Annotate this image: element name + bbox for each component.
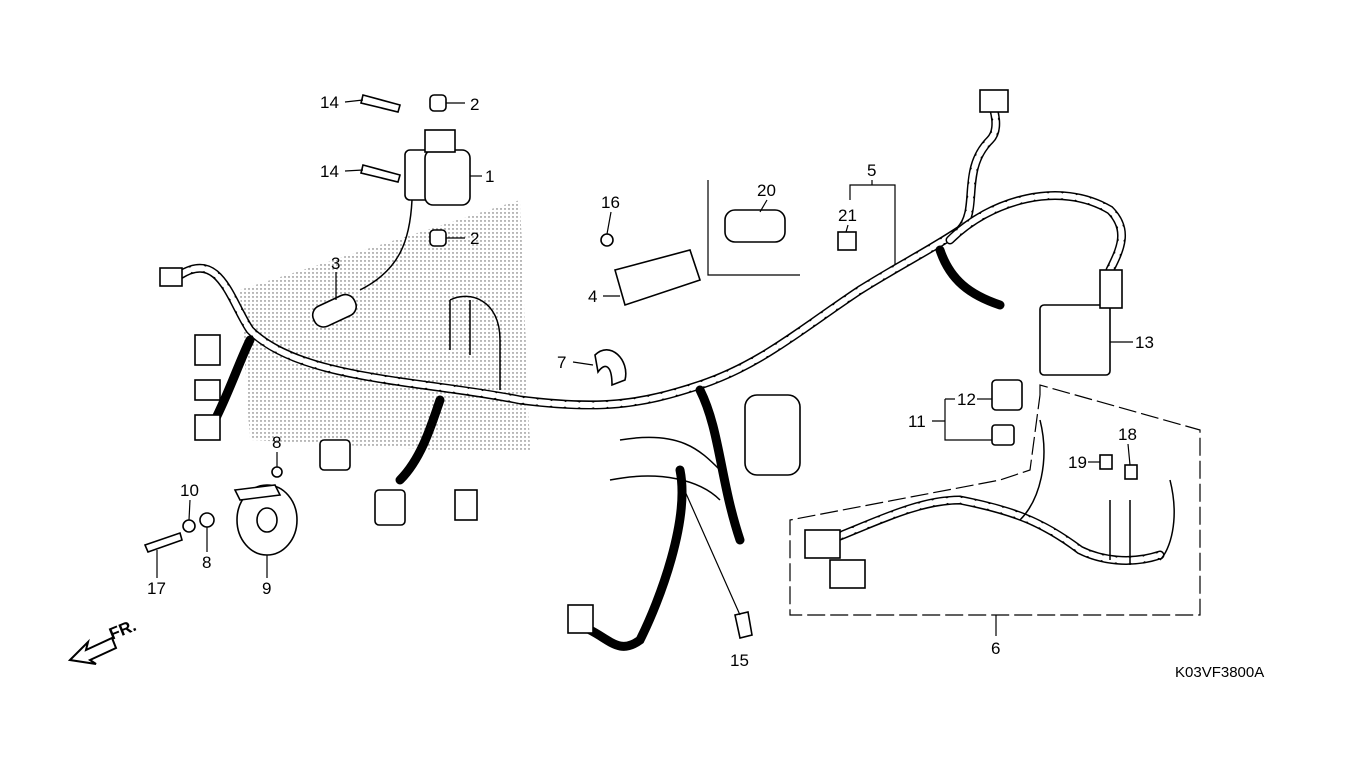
callout-6: 6	[991, 639, 1000, 658]
callout-10: 10	[180, 481, 199, 500]
connector-bottom	[567, 604, 594, 634]
front-label: FR.	[106, 616, 139, 644]
connector-mid-3	[454, 489, 478, 521]
nut-2a	[429, 94, 447, 112]
washer-10	[182, 519, 196, 533]
ecu-unit	[1039, 304, 1111, 376]
bolt-17	[143, 531, 183, 554]
connector-left-4	[194, 414, 221, 441]
horn	[233, 484, 298, 556]
spark-plug-cap	[311, 293, 358, 328]
connector-21	[837, 231, 857, 251]
connector-mid-2	[374, 489, 406, 526]
main-wire-harness	[175, 95, 1127, 651]
callout-19: 19	[1068, 453, 1087, 472]
callout-17: 17	[147, 579, 166, 598]
callout-14b: 14	[320, 162, 339, 181]
connector-sub-1	[804, 529, 841, 559]
connector-right	[1099, 269, 1123, 309]
nut-2b	[429, 229, 447, 247]
callout-18: 18	[1118, 425, 1137, 444]
regulator-rectifier	[600, 233, 702, 307]
callout-15: 15	[730, 651, 749, 670]
bolt-14b	[360, 164, 401, 183]
callout-1: 1	[485, 167, 494, 186]
callout-labels: 14 2 14 1 2 3 16 4 20 5 21 7 13 12 11 18…	[147, 93, 1154, 670]
washer-8b	[199, 512, 215, 528]
fuse-18	[1124, 464, 1138, 480]
connector-mid-1	[319, 439, 351, 471]
leader-lines	[156, 99, 1133, 636]
callout-20: 20	[757, 181, 776, 200]
callout-8a: 8	[272, 433, 281, 452]
condenser	[744, 394, 801, 476]
clamp-7	[594, 349, 627, 387]
callout-12: 12	[957, 390, 976, 409]
connector-left-3	[194, 379, 221, 401]
sub-harness	[789, 384, 1201, 616]
washer-8a	[271, 466, 283, 478]
callout-8b: 8	[202, 553, 211, 572]
connector-top	[979, 89, 1009, 113]
ignition-coil	[359, 129, 471, 291]
boxed-connector-20	[707, 180, 800, 276]
callout-3: 3	[331, 254, 340, 273]
callout-16: 16	[601, 193, 620, 212]
callout-14a: 14	[320, 93, 339, 112]
relay-12	[991, 379, 1023, 411]
fuse-19	[1099, 454, 1113, 470]
callout-13: 13	[1135, 333, 1154, 352]
bolt-15	[734, 611, 753, 639]
bolt-14a	[360, 94, 401, 113]
frame-shading	[240, 200, 530, 450]
callout-2b: 2	[470, 229, 479, 248]
relay-small	[991, 424, 1015, 446]
callout-11: 11	[908, 412, 926, 431]
connector-left-1	[159, 267, 183, 287]
connector-sub-2	[829, 559, 866, 589]
drawing-code: K03VF3800A	[1175, 664, 1264, 681]
callout-7: 7	[557, 353, 566, 372]
callout-9: 9	[262, 579, 271, 598]
connector-left-2	[194, 334, 221, 366]
front-direction-arrow: FR.	[67, 616, 139, 665]
callout-21: 21	[838, 206, 857, 225]
callout-4: 4	[588, 287, 597, 306]
callout-2a: 2	[470, 95, 479, 114]
callout-5: 5	[867, 161, 876, 180]
